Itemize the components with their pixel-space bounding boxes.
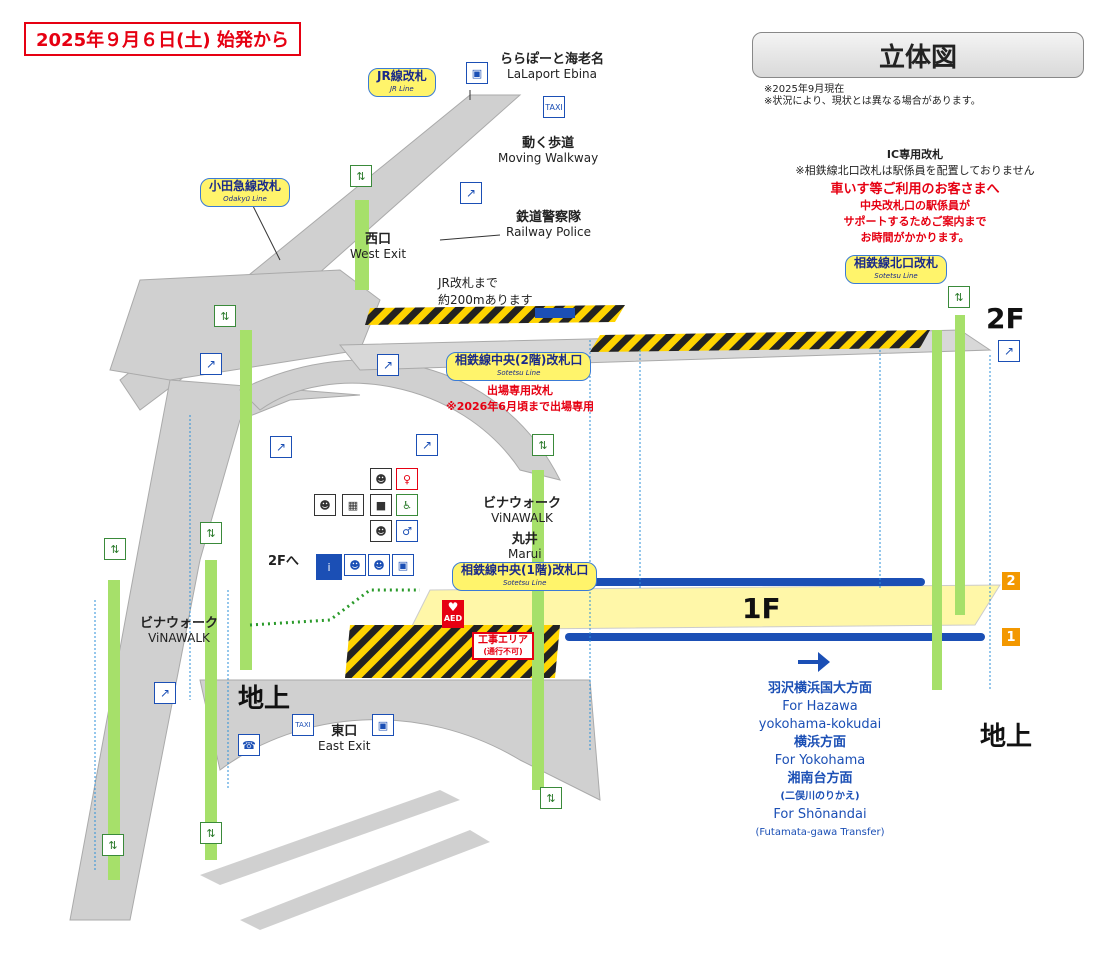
staff-icon: ☻ (344, 554, 366, 576)
railway-police-label: 鉄道警察隊 Railway Police (506, 210, 591, 239)
platform-2-badge: 2 (1002, 572, 1020, 590)
elevator-shaft-2 (240, 330, 252, 670)
changing-table-icon: ▦ (342, 494, 364, 516)
men-toilet-icon: ♂ (396, 520, 418, 542)
vinawalk-left-label: ビナウォーク ViNAWALK (140, 616, 219, 645)
ground-left-label: 地上 (238, 684, 291, 714)
floor-2f-label: 2F (986, 302, 1025, 335)
escalator-icon: ↗ (377, 354, 399, 376)
direction-arrow (798, 652, 830, 672)
station-staff-icon: ☻ (368, 554, 390, 576)
elevator-icon: ⇅ (214, 305, 236, 327)
exit-only-note: 出場専用改札 ※2026年6月頃まで出場専用 (446, 384, 594, 413)
service-start-date: 2025年９月６日(土) 始発から (24, 22, 301, 56)
elevator-shaft-1 (355, 200, 369, 290)
escalator-icon: ↗ (416, 434, 438, 456)
note-disclaimer: ※状況により、現状とは異なる場合があります。 (764, 96, 981, 107)
vinawalk-right-label: ビナウォーク ViNAWALK (483, 496, 562, 525)
baby-chair-icon: ☻ (314, 494, 336, 516)
to-2f-label: 2Fへ (268, 554, 299, 569)
closed-area-2f (590, 330, 930, 352)
construction-label: 工事エリア (通行不可) (472, 632, 534, 660)
east-exit-label: 東口 East Exit (318, 724, 371, 753)
elevator-icon: ⇅ (200, 522, 222, 544)
escalator-icon: ↗ (998, 340, 1020, 362)
taxi-east-icon: TAXI (292, 714, 314, 736)
elevator-icon: ⇅ (540, 787, 562, 809)
lalaport-label: ららぽーと海老名 LaLaport Ebina (500, 52, 605, 81)
ic-gate-note: IC専用改札 ※相鉄線北口改札は駅係員を配置しておりません (795, 148, 1035, 177)
elevator-shaft-3 (205, 560, 217, 860)
ostomate-icon: ■ (370, 494, 392, 516)
phone-icon: ☎ (238, 734, 260, 756)
taxi-icon: TAXI (543, 96, 565, 118)
arch-deck (239, 359, 561, 481)
note-date: ※2025年9月現在 (764, 84, 845, 95)
elevator-shaft-6 (932, 330, 942, 690)
platform-1-badge: 1 (1002, 628, 1020, 646)
elevator-icon: ⇅ (102, 834, 124, 856)
ground-strip-2 (240, 830, 490, 930)
escalator-icon: ↗ (270, 436, 292, 458)
ground-right-label: 地上 (980, 722, 1033, 752)
elevator-icon: ⇅ (532, 434, 554, 456)
baby-icon: ☻ (370, 468, 392, 490)
diagram-title: 立体図 (752, 32, 1084, 78)
platform-1f (409, 584, 1001, 631)
elevator-shaft-4 (108, 580, 120, 880)
jr-distance-note: JR改札まで 約200mあります (438, 276, 533, 307)
escalator-icon: ↗ (200, 353, 222, 375)
escalator-icon: ↗ (154, 682, 176, 704)
west-exit-label: 西口 West Exit (350, 232, 407, 261)
floor-1f-label: 1F (742, 592, 781, 625)
escalator-icon: ↗ (460, 182, 482, 204)
baby-icon: ☻ (370, 520, 392, 542)
wheelchair-notice: 車いす等ご利用のお客さまへ 中央改札口の駅係員が サポートするためご案内まで お… (830, 182, 1000, 244)
elevator-icon: ⇅ (200, 822, 222, 844)
marui-label: 丸井 Marui (508, 532, 542, 561)
bus-east-icon: ▣ (372, 714, 394, 736)
elevator-icon: ⇅ (104, 538, 126, 560)
closed-area-2f-left (365, 305, 625, 325)
elevator-shaft-7 (955, 315, 965, 615)
bus-icon: ▣ (466, 62, 488, 84)
accessible-toilet-icon: ♿ (396, 494, 418, 516)
elevator-icon: ⇅ (948, 286, 970, 308)
elevator-shaft-5 (532, 470, 544, 790)
information-icon: i (316, 554, 342, 580)
ticket-icon: ▣ (392, 554, 414, 576)
ground-strip-1 (200, 790, 460, 885)
moving-walkway-label: 動く歩道 Moving Walkway (498, 136, 599, 165)
aed-icon: ♥AED (442, 600, 464, 628)
women-toilet-icon: ♀ (396, 468, 418, 490)
destinations-list: 羽沢横浜国大方面 For Hazawa yokohama-kokudai 横浜方… (755, 681, 885, 838)
elevator-icon: ⇅ (350, 165, 372, 187)
